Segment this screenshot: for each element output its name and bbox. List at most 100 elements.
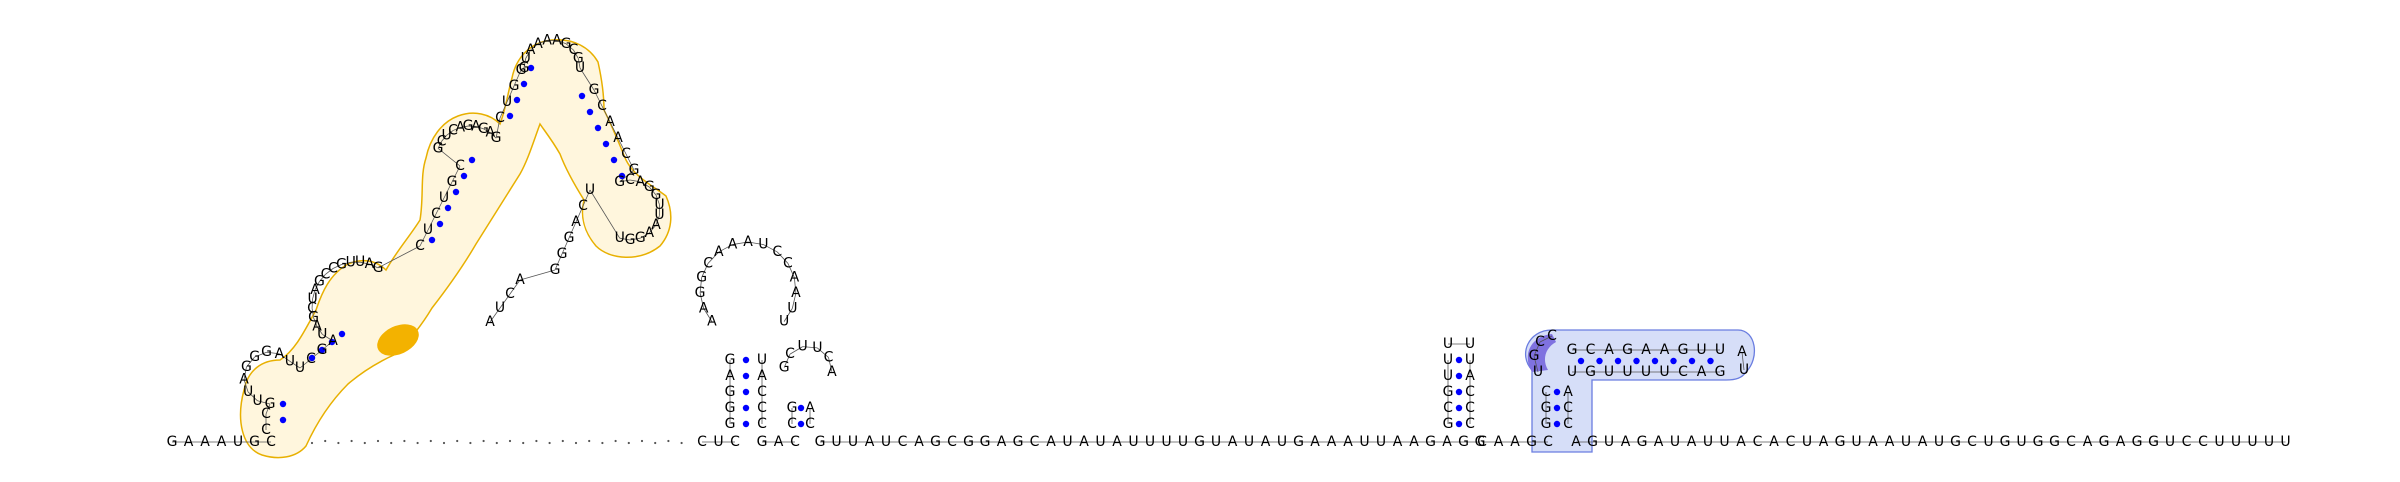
bottom-nucleotide: G	[1637, 434, 1648, 450]
domain-2-pair-dot	[1553, 404, 1561, 412]
bottom-nucleotide: A	[1327, 434, 1337, 450]
backbone-bond	[311, 308, 314, 318]
hairpin-a-loop: A	[714, 244, 724, 260]
bottom-nucleotide: C	[266, 434, 276, 450]
hairpin-c-loop: U	[1465, 336, 1475, 352]
hairpin-a-loop: C	[772, 244, 782, 260]
backbone-bond	[625, 153, 635, 171]
domain-1-nucleotide: G	[629, 162, 640, 178]
domain-2-stem: C	[1563, 400, 1573, 416]
domain-1-nucleotide: A	[635, 174, 645, 190]
bottom-nucleotide: U	[2165, 434, 2175, 450]
domain-1-nucleotide: U	[654, 197, 664, 213]
domain-1-nucleotide: G	[478, 121, 489, 137]
domain-1-nucleotide: G	[373, 260, 384, 276]
domain-1-nucleotide: A	[328, 333, 338, 349]
backbone-bond	[817, 347, 829, 358]
backbone-bond	[561, 237, 570, 255]
backbone-bond	[732, 241, 749, 245]
domain-1-nucleotide: G	[336, 256, 347, 272]
hairpin-a-loop: A	[707, 314, 717, 330]
unpaired-backbone-dot	[324, 439, 327, 443]
backbone-bond	[483, 128, 491, 134]
bottom-nucleotide: U	[848, 434, 858, 450]
unpaired-backbone-dot	[376, 439, 380, 443]
backbone-bond	[617, 137, 627, 155]
domain-1-nucleotide: G	[557, 246, 568, 262]
domain-1-pair-dot	[444, 204, 452, 212]
domain-2-bottom-strand: G	[1715, 364, 1726, 380]
backbone-bond	[332, 264, 342, 269]
bottom-nucleotide: A	[2116, 434, 2126, 450]
hairpin-b-stem: G	[787, 400, 798, 416]
bottom-nucleotide: C	[790, 434, 800, 450]
backbone-bond	[793, 277, 797, 294]
bottom-nucleotide: U	[233, 434, 243, 450]
unpaired-backbone-dot	[574, 441, 578, 445]
backbone-bond	[601, 105, 611, 123]
backbone-bonds	[172, 40, 2286, 445]
domain-2-top-strand: G	[1622, 342, 1633, 358]
domain-2-stem: G	[1541, 416, 1552, 432]
domain-2-top-strand: U	[1696, 342, 1706, 358]
domain-1-nucleotide: U	[355, 254, 365, 270]
backbone-bond	[489, 307, 501, 323]
domain-1-pair-dot	[460, 172, 468, 180]
bottom-nucleotide: G	[1475, 434, 1486, 450]
backbone-bond	[520, 67, 525, 71]
backbone-bond	[513, 69, 522, 87]
domain-2-pair-dot	[1614, 357, 1622, 365]
bottom-nucleotide: U	[1802, 434, 1812, 450]
unpaired-backbone-dot	[363, 441, 366, 445]
domain-1-nucleotide: U	[502, 94, 512, 110]
backbone-bond	[279, 353, 291, 362]
domain-1-nucleotide: C	[625, 172, 635, 188]
backbone-bond	[289, 360, 301, 369]
domain-1-emphasis	[377, 324, 419, 356]
domain-1-nucleotide: C	[415, 238, 425, 254]
domain-1-nucleotide: C	[261, 422, 271, 438]
domain-1-nucleotide: A	[471, 119, 481, 135]
bottom-nucleotide: A	[1654, 434, 1664, 450]
hairpin-a-pair-dot	[742, 372, 750, 380]
backbone-bond	[360, 261, 370, 265]
bottom-nucleotide: U	[1359, 434, 1369, 450]
backbone-bond	[783, 353, 791, 368]
domain-1-nucleotide: A	[365, 256, 375, 272]
bottom-nucleotide: G	[2148, 434, 2159, 450]
hairpin-a-stem: G	[725, 416, 736, 432]
backbone-bond	[573, 49, 579, 59]
backbone-bond	[575, 205, 584, 223]
backbone-bond	[419, 229, 429, 247]
domain-1-pair-dot	[618, 172, 626, 180]
backbone-bond	[460, 125, 469, 128]
unpaired-backbone-dot	[588, 439, 591, 443]
bottom-nucleotide: G	[1835, 434, 1846, 450]
bottom-nucleotide: G	[1458, 434, 1469, 450]
domain-1-nucleotide: G	[261, 344, 272, 360]
backbone-bond	[437, 148, 461, 167]
domain-2-pair-dot	[1553, 420, 1561, 428]
domain-1-nucleotide: U	[495, 300, 505, 316]
bottom-nucleotide: C	[730, 434, 740, 450]
domain-1-nucleotide: A	[239, 372, 249, 388]
hairpin-a-loop: G	[695, 285, 706, 301]
bottom-nucleotide: A	[1046, 434, 1056, 450]
hairpin-a-pair-dot	[742, 356, 750, 364]
bottom-nucleotide: G	[2099, 434, 2110, 450]
bottom-nucleotide: A	[217, 434, 227, 450]
backbone-bond	[246, 356, 255, 368]
bottom-nucleotide: C	[1030, 434, 1040, 450]
domain-2-top-strand: A	[1641, 342, 1651, 358]
domain-1-nucleotide: U	[307, 291, 317, 307]
backbone-bond	[655, 194, 660, 205]
domain-2-pair-dot	[1670, 357, 1677, 365]
domain-1-nucleotide: C	[597, 98, 607, 114]
domain-1-nucleotide: G	[589, 82, 600, 98]
domain-1-nucleotide: U	[654, 207, 664, 223]
backbone-bond	[640, 232, 650, 239]
backbone-bond	[1741, 351, 1745, 371]
hairpin-c-stem: C	[1465, 416, 1475, 432]
backbone-bond	[499, 101, 508, 119]
backbone-bond	[523, 58, 527, 69]
